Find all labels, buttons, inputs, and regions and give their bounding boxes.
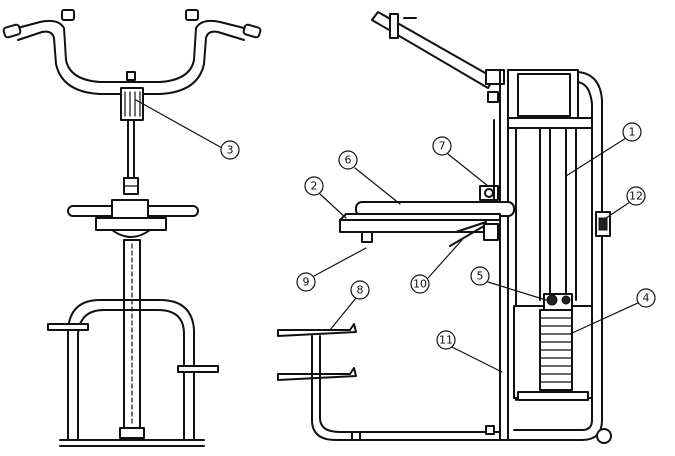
callout-label-3: 3 [227, 144, 234, 157]
side-main-frame [499, 69, 612, 444]
callout-label-2: 2 [311, 180, 318, 193]
callout-leader-2 [319, 193, 347, 219]
callout-marker-10 [410, 274, 430, 294]
callout-marker-8 [350, 280, 370, 300]
callout-marker-9 [296, 272, 316, 292]
callout-leader-8 [329, 297, 357, 331]
callout-marker-2 [304, 176, 324, 196]
callouts: 3 6 2 7 9 10 8 5 11 [135, 99, 656, 373]
callout-label-9: 9 [303, 276, 310, 289]
callout-leader-11 [449, 345, 503, 373]
callout-label-1: 1 [629, 126, 636, 139]
callout-label-6: 6 [345, 154, 352, 167]
front-knee-bar [67, 199, 199, 238]
front-handlebar [2, 9, 262, 95]
callout-marker-12 [626, 186, 646, 206]
callout-leader-3 [135, 99, 223, 149]
front-base-frame [47, 299, 219, 447]
side-view [277, 11, 612, 444]
callout-marker-11 [436, 330, 456, 350]
side-foot-rests [277, 299, 501, 441]
callout-leader-12 [605, 201, 631, 219]
callout-marker-3 [220, 140, 240, 160]
callout-label-7: 7 [439, 140, 446, 153]
callout-leader-1 [565, 137, 627, 177]
callout-label-5: 5 [477, 270, 484, 283]
callout-marker-4 [636, 288, 656, 308]
callout-label-4: 4 [643, 292, 650, 305]
callout-label-8: 8 [357, 284, 364, 297]
callout-marker-7 [432, 136, 452, 156]
callout-label-12: 12 [629, 190, 643, 203]
callout-marker-1 [622, 122, 642, 142]
callout-leader-4 [569, 301, 641, 335]
callout-label-11: 11 [439, 334, 453, 347]
front-weight-stack [123, 239, 141, 429]
callout-leader-5 [487, 281, 547, 301]
side-weight-stack [513, 293, 593, 401]
callout-leader-7 [447, 153, 489, 187]
callout-label-10: 10 [413, 278, 427, 291]
front-view [2, 9, 262, 447]
callout-marker-5 [470, 266, 490, 286]
callout-leader-9 [313, 247, 367, 277]
callout-leader-6 [354, 167, 401, 205]
callout-marker-6 [338, 150, 358, 170]
front-column [120, 87, 144, 195]
callout-leader-10 [427, 239, 463, 279]
side-knee-pad [339, 119, 515, 247]
side-top-arm [371, 11, 505, 103]
